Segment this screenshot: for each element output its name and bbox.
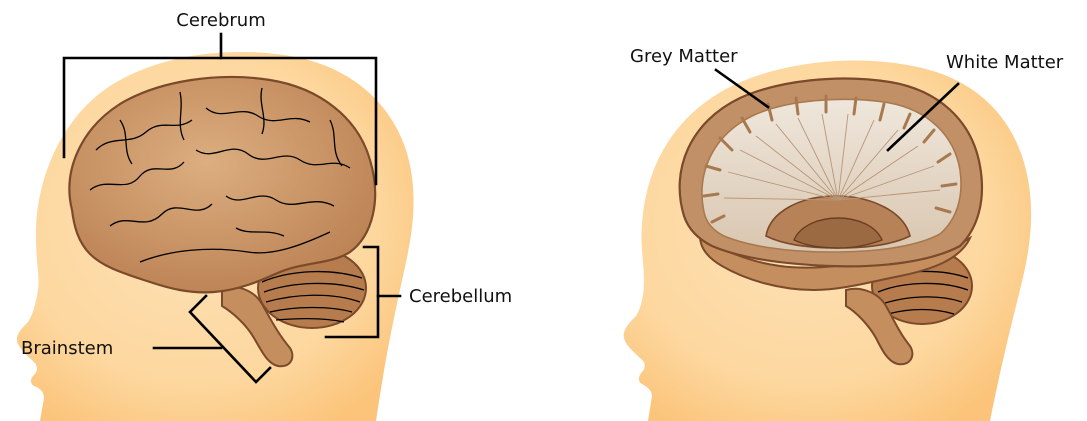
white-matter-label: White Matter: [946, 52, 1064, 73]
cerebellum-label: Cerebellum: [409, 286, 512, 307]
brainstem-label: Brainstem: [21, 338, 113, 359]
grey-matter-label: Grey Matter: [630, 46, 738, 67]
head-right: Grey Matter White Matter: [624, 46, 1064, 421]
head-left: Cerebrum Cerebellum Brainstem: [17, 10, 512, 421]
cerebrum-label: Cerebrum: [176, 10, 266, 31]
